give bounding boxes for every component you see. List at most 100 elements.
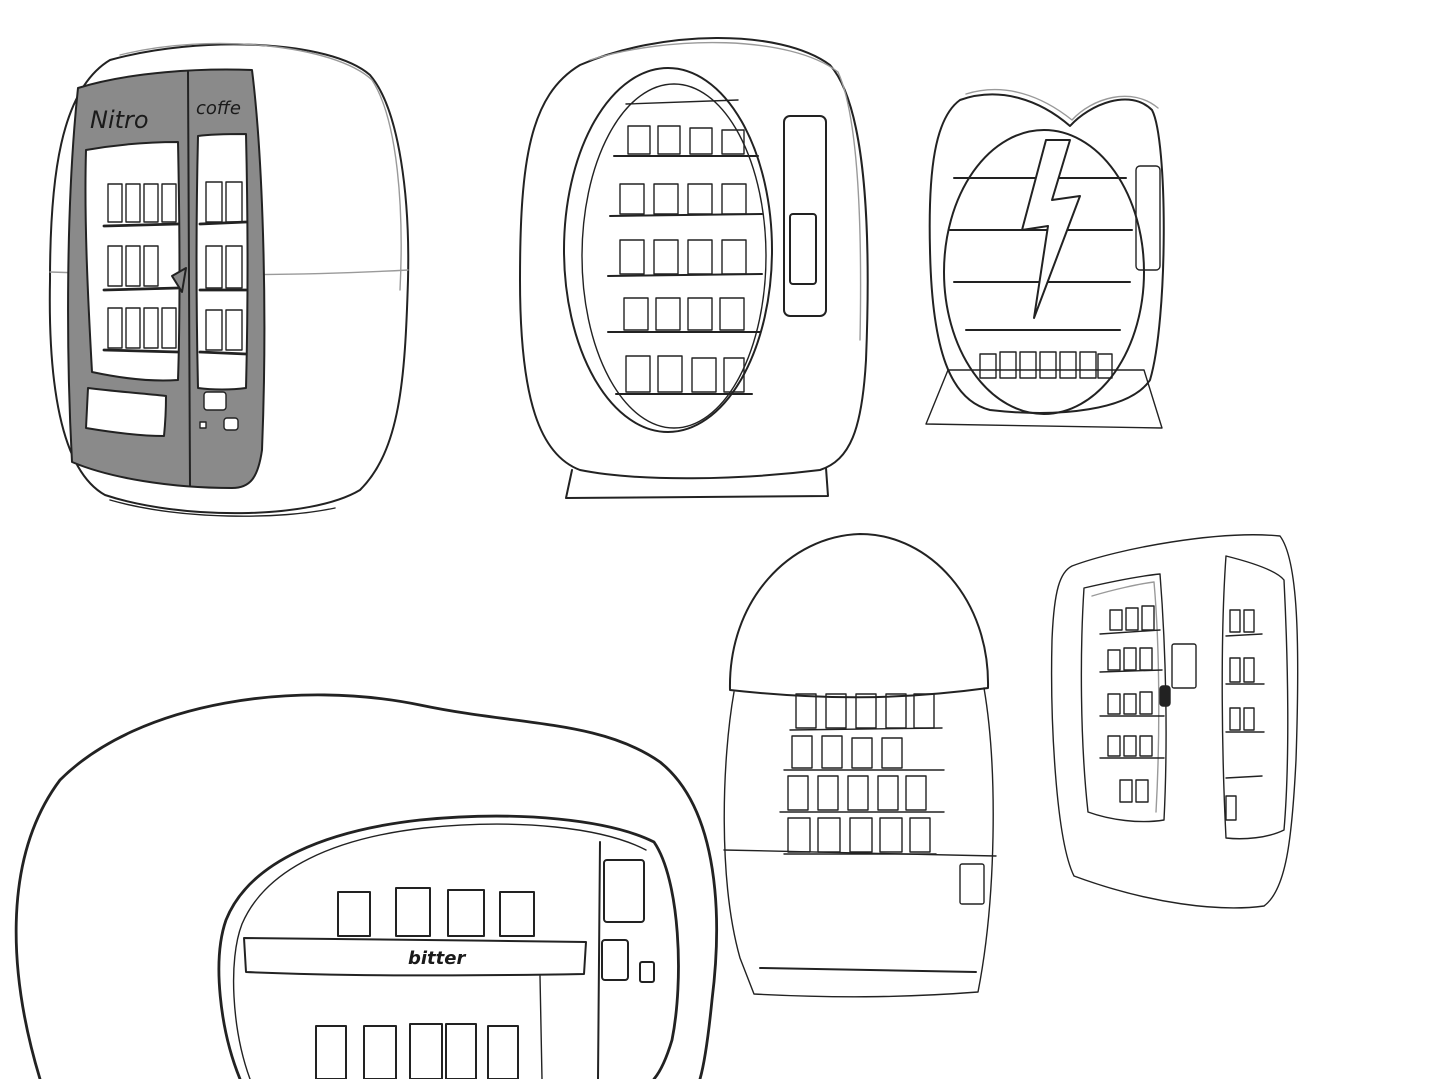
can (817, 775, 839, 811)
machine-3-cans (979, 351, 1113, 379)
can (1059, 351, 1077, 379)
can (1107, 649, 1121, 671)
can (847, 775, 869, 811)
machine-5-left-door-inner (1091, 581, 1160, 813)
can (1229, 657, 1241, 683)
can (687, 297, 713, 331)
can (879, 817, 903, 853)
can (885, 693, 907, 729)
can (125, 183, 141, 223)
machine-1-outer-body-echo (119, 42, 402, 291)
can (691, 357, 717, 393)
can (1107, 693, 1121, 715)
can (721, 183, 747, 215)
can (315, 1025, 347, 1079)
machine-1-left-label: Nitro (90, 106, 149, 134)
can (445, 1023, 477, 1079)
can (205, 181, 223, 223)
can (1123, 693, 1137, 715)
can (881, 737, 903, 769)
can (1119, 779, 1133, 803)
can (1229, 609, 1241, 633)
machine-3-outer-body (928, 93, 1165, 414)
machine-6-divider (539, 975, 543, 1079)
can (107, 307, 123, 349)
machine-2-top-shelf (625, 99, 739, 105)
can (1107, 735, 1121, 757)
machine-6-cans-bottom (315, 1023, 519, 1079)
machine-5-shelf (1225, 633, 1263, 637)
vending-machine-sketch-double-door (1050, 534, 1299, 909)
can (1139, 735, 1153, 757)
can (721, 129, 745, 155)
machine-1-button (223, 417, 239, 431)
can (999, 351, 1017, 379)
can (625, 355, 651, 393)
can (619, 183, 645, 215)
can (905, 775, 927, 811)
can (1139, 691, 1153, 715)
machine-2-control-screen (789, 213, 817, 285)
can (1243, 609, 1255, 633)
machine-4-cans (787, 693, 935, 853)
can (657, 355, 683, 393)
can (687, 239, 713, 275)
machine-6-inner-window (217, 814, 680, 1079)
machine-1-coin-slot (199, 421, 207, 429)
vending-machine-sketch-nitro-coffee: Nitro coffe (48, 42, 410, 517)
can (205, 309, 223, 351)
can (787, 775, 809, 811)
can (1125, 607, 1139, 631)
machine-1-door-divider (187, 71, 191, 487)
can (395, 887, 431, 937)
machine-2-base (565, 467, 829, 499)
machine-5-center-panel (1171, 643, 1197, 689)
machine-6-shelf-band (243, 937, 587, 977)
can (821, 735, 843, 769)
can (657, 125, 681, 155)
can (143, 307, 159, 349)
can (1135, 779, 1149, 803)
can (1123, 647, 1137, 671)
can (161, 183, 177, 223)
can (909, 817, 931, 853)
can (723, 357, 745, 393)
machine-4-body (723, 687, 994, 998)
machine-5-outer-body (1050, 534, 1299, 909)
vending-machine-sketch-oval (519, 37, 869, 499)
machine-3-stand (925, 369, 1163, 429)
machine-1-shelf (198, 350, 248, 356)
can (447, 889, 485, 937)
machine-6-control-button (601, 939, 629, 981)
can (1079, 351, 1097, 379)
can (855, 693, 877, 729)
can (623, 297, 649, 331)
can (877, 775, 899, 811)
can (913, 693, 935, 729)
machine-6-shelf-label: bitter (408, 948, 466, 969)
machine-3-side-panel (1135, 165, 1161, 271)
lightning-bolt-icon (1021, 139, 1081, 319)
machine-1-right-label: coffe (196, 98, 241, 119)
can (107, 245, 123, 287)
can (125, 307, 141, 349)
machine-2-outer-body-echo (589, 41, 862, 341)
can (849, 817, 873, 853)
machine-6-control-small (639, 961, 655, 983)
vending-machine-sketch-dome (723, 533, 997, 998)
machine-6-control-top (603, 859, 645, 923)
machine-1-handle (171, 267, 187, 293)
machine-2-cans (619, 125, 747, 393)
machine-1-shelf (102, 222, 180, 228)
machine-1-pickup-slot (85, 387, 167, 437)
machine-2-outer-body (519, 37, 869, 480)
vending-machine-sketch-lightning (925, 88, 1165, 429)
machine-3-outer-body-echo (965, 88, 1159, 121)
can (487, 1025, 519, 1079)
can (1019, 351, 1037, 379)
can (653, 183, 679, 215)
can (791, 735, 813, 769)
machine-4-bottom-line (759, 967, 977, 973)
machine-4-dome (728, 533, 990, 699)
